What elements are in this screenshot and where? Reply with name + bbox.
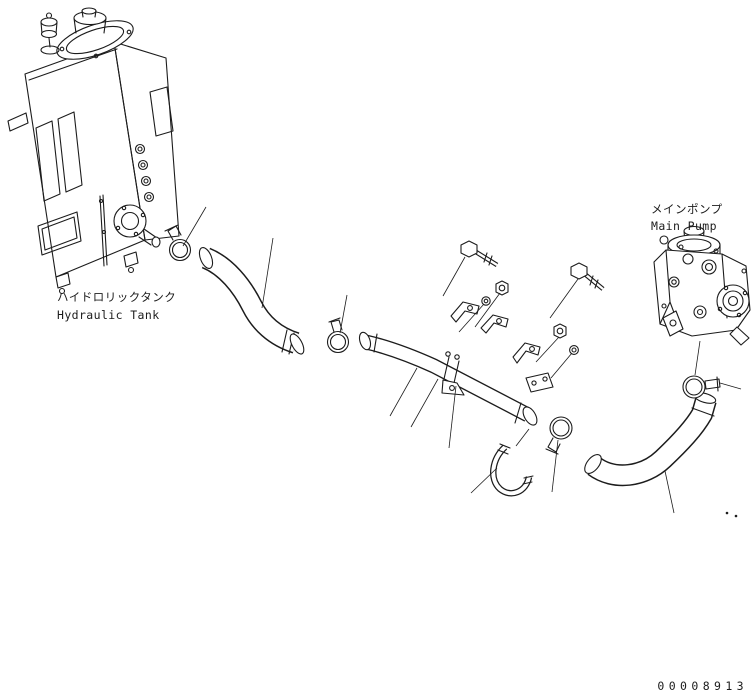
hose-clamp-pump-side [682, 375, 721, 399]
tank-feet [55, 251, 139, 295]
hydraulic-tank [7, 7, 180, 295]
flange-bolt-left [460, 240, 499, 267]
sight-gauge-left [35, 120, 61, 202]
leader-end-mark [725, 511, 729, 515]
hose-clamp-pipe-side [326, 317, 350, 354]
level-gauge-tube [98, 194, 108, 267]
hardware-cluster-right [512, 262, 605, 393]
hose-clamp-lower [545, 416, 573, 455]
main-pump [653, 225, 751, 346]
pipe-mount-bracket [441, 351, 465, 396]
angle-bracket-b [480, 314, 509, 334]
pump-label-english: Main Pump [651, 219, 717, 233]
discharge-hose [584, 392, 717, 487]
flange-bolt-right [570, 262, 605, 291]
leader-end-mark [734, 514, 738, 518]
hex-nut-left [495, 280, 509, 296]
filler-neck [40, 12, 60, 55]
breather-cap [56, 7, 134, 60]
drawing-number: 00008913 [657, 679, 748, 693]
delivery-pipe [358, 331, 538, 426]
hose-clamp-tank-side [164, 224, 192, 262]
tank-handle [7, 112, 29, 132]
hardware-cluster-left [450, 240, 509, 334]
pump-flange [716, 284, 750, 318]
pump-label-japanese: メインポンプ [651, 202, 723, 216]
pump-shaft-stub [729, 326, 750, 346]
suction-hose [198, 247, 305, 355]
sight-gauge-right [57, 111, 83, 193]
angle-bracket-a [450, 301, 480, 323]
tank-label-english: Hydraulic Tank [57, 308, 160, 322]
washer-left [481, 296, 491, 306]
name-plate [41, 216, 78, 251]
two-hole-clamp-plate [525, 372, 554, 393]
leader-lines [182, 206, 742, 518]
u-bolt [490, 443, 534, 497]
port-fittings [134, 143, 155, 203]
washer-right [569, 345, 579, 355]
angle-bracket-c [512, 342, 541, 364]
hex-nut-right [553, 323, 567, 339]
tank-label-japanese: ハイドロリックタンク [57, 290, 176, 304]
suction-flange [113, 204, 161, 248]
